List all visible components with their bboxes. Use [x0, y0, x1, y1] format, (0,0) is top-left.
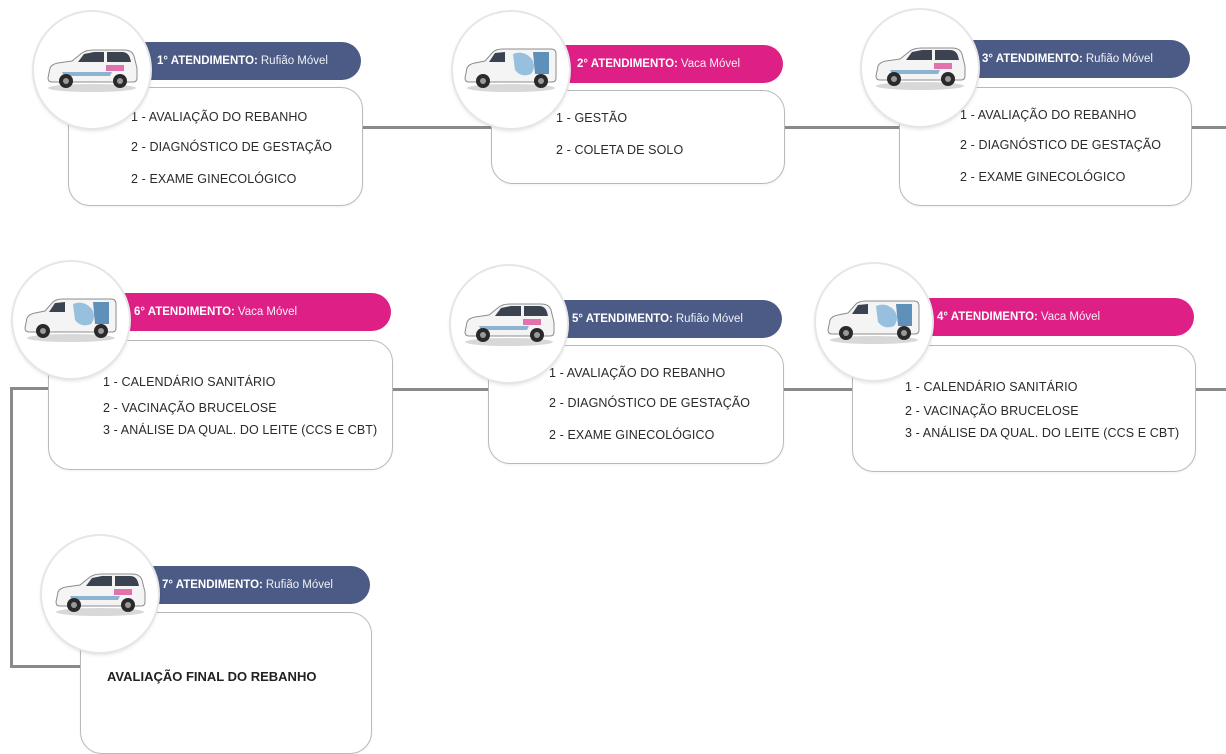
step-3-item-1: 1 - AVALIAÇÃO DO REBANHO: [960, 108, 1137, 122]
step-2-item-2: 2 - COLETA DE SOLO: [556, 143, 684, 157]
step-7-label: 7° ATENDIMENTO:: [162, 579, 263, 591]
step-3-label: 3° ATENDIMENTO:: [982, 53, 1083, 65]
step-2-vehicle-circle: [453, 12, 569, 128]
step-5-item-2: 2 - DIAGNÓSTICO DE GESTAÇÃO: [549, 396, 751, 410]
step-4-card: 1 - CALENDÁRIO SANITÁRIO 2 - VACINAÇÃO B…: [852, 345, 1196, 472]
connector-6-out: [10, 387, 50, 390]
suv-vehicle-icon: [875, 47, 966, 90]
step-4-sub: Vaca Móvel: [1040, 311, 1101, 323]
step-1-item-1: 1 - AVALIAÇÃO DO REBANHO: [131, 110, 308, 124]
step-1-sub: Rufião Móvel: [260, 55, 328, 67]
step-6-item-3: 3 - ANÁLISE DA QUAL. DO LEITE (CCS E CBT…: [103, 423, 378, 437]
suv-vehicle-icon: [55, 573, 146, 616]
connector-1-2: [361, 126, 491, 129]
connector-4-in: [1194, 388, 1226, 391]
step-6-item-1: 1 - CALENDÁRIO SANITÁRIO: [103, 375, 276, 389]
connector-2-3: [783, 126, 899, 129]
step-5-item-3: 2 - EXAME GINECOLÓGICO: [549, 428, 715, 442]
step-3-item-3: 2 - EXAME GINECOLÓGICO: [960, 170, 1126, 184]
suv-vehicle-icon: [464, 303, 555, 346]
step-5-vehicle-circle: [451, 266, 567, 382]
step-4-label: 4° ATENDIMENTO:: [937, 311, 1038, 323]
step-3-vehicle-circle: [862, 10, 978, 126]
step-1-label: 1° ATENDIMENTO:: [157, 55, 258, 67]
step-2-label: 2° ATENDIMENTO:: [577, 58, 678, 70]
step-4-item-3: 3 - ANÁLISE DA QUAL. DO LEITE (CCS E CBT…: [905, 426, 1180, 440]
step-7-item-1: AVALIAÇÃO FINAL DO REBANHO: [107, 669, 317, 684]
connector-3-out: [1190, 126, 1226, 129]
step-3-sub: Rufião Móvel: [1085, 53, 1153, 65]
suv-vehicle-icon: [47, 49, 138, 92]
step-4-vehicle-circle: [816, 264, 932, 380]
step-6-vehicle-circle: [13, 262, 129, 378]
van-vehicle-icon: [464, 48, 557, 92]
connector-4-5: [782, 388, 852, 391]
step-2-item-1: 1 - GESTÃO: [556, 111, 628, 125]
step-6-label: 6° ATENDIMENTO:: [134, 306, 235, 318]
step-4-item-2: 2 - VACINAÇÃO BRUCELOSE: [905, 404, 1079, 418]
step-3-item-2: 2 - DIAGNÓSTICO DE GESTAÇÃO: [960, 138, 1162, 152]
connector-vertical: [10, 387, 13, 668]
step-5-item-1: 1 - AVALIAÇÃO DO REBANHO: [549, 366, 726, 380]
step-6-item-2: 2 - VACINAÇÃO BRUCELOSE: [103, 401, 277, 415]
step-7-sub: Rufião Móvel: [265, 579, 333, 591]
step-1-item-2: 2 - DIAGNÓSTICO DE GESTAÇÃO: [131, 140, 333, 154]
van-vehicle-icon: [827, 300, 920, 344]
step-2-sub: Vaca Móvel: [680, 58, 741, 70]
step-5-label: 5° ATENDIMENTO:: [572, 313, 673, 325]
step-6-sub: Vaca Móvel: [237, 306, 298, 318]
step-5-sub: Rufião Móvel: [675, 313, 743, 325]
step-4-item-1: 1 - CALENDÁRIO SANITÁRIO: [905, 380, 1078, 394]
van-vehicle-icon: [24, 298, 117, 342]
step-1-card: 1 - AVALIAÇÃO DO REBANHO 2 - DIAGNÓSTICO…: [68, 87, 363, 206]
connector-7-in: [10, 665, 80, 668]
connector-5-6: [391, 388, 488, 391]
step-7-vehicle-circle: [42, 536, 158, 652]
step-1-item-3: 2 - EXAME GINECOLÓGICO: [131, 172, 297, 186]
step-1-vehicle-circle: [34, 12, 150, 128]
